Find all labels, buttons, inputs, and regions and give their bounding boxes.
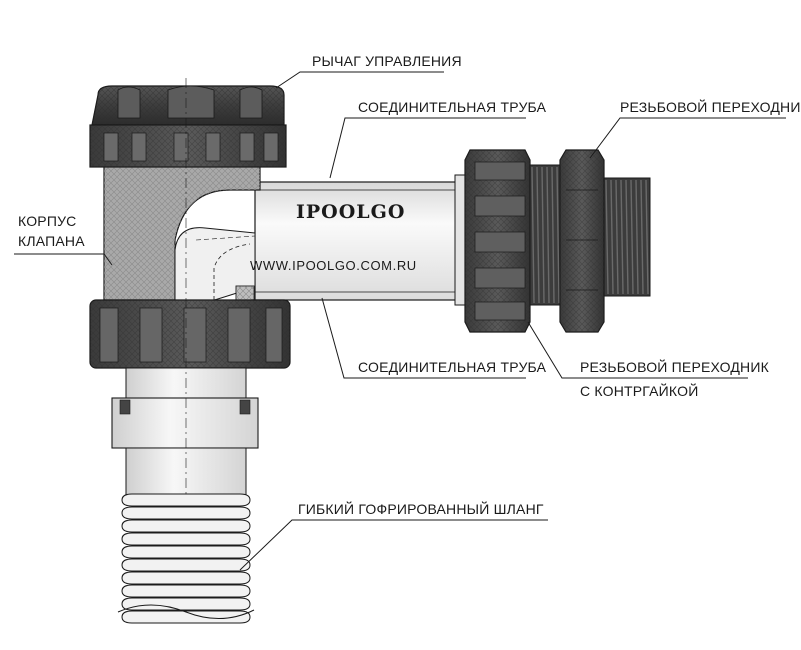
thread-ridge xyxy=(610,179,614,295)
threaded-adapter xyxy=(464,149,651,333)
hose-ring xyxy=(121,571,251,585)
hose-ring xyxy=(121,545,251,559)
thread-ridge xyxy=(541,166,545,304)
label-valve-body-line2: КЛАПАНА xyxy=(18,233,85,249)
thread-ridge xyxy=(546,166,550,304)
valve-bottom-nut xyxy=(89,299,291,369)
label-control-lever: РЫЧАГ УПРАВЛЕНИЯ xyxy=(312,53,462,69)
hose-ring xyxy=(121,532,251,546)
brand-watermark: IPOOLGO xyxy=(296,201,405,223)
hose-ring xyxy=(121,558,251,572)
hose-ring xyxy=(121,597,251,611)
thread-ridge xyxy=(605,179,609,295)
label-connecting-pipe-top: СОЕДИНИТЕЛЬНАЯ ТРУБА xyxy=(358,99,547,115)
horizontal-connecting-pipe xyxy=(254,174,478,306)
thread-ridge xyxy=(536,166,540,304)
thread-ridge xyxy=(551,166,555,304)
thread-ridge xyxy=(635,179,639,295)
hose-ring xyxy=(121,506,251,520)
hose-ring xyxy=(121,519,251,533)
thread-ridge xyxy=(645,179,649,295)
adapter-thread-body xyxy=(529,164,561,306)
website-watermark: WWW.IPOOLGO.COM.RU xyxy=(250,258,417,273)
control-lever-cap xyxy=(89,85,287,168)
adapter-threads xyxy=(529,164,651,306)
label-valve-body-line1: КОРПУС xyxy=(18,213,77,229)
hose-break-line xyxy=(117,604,255,620)
thread-ridge xyxy=(625,179,629,295)
thread-ridge xyxy=(640,179,644,295)
label-threaded-adapter: РЕЗЬБОВОЙ ПЕРЕХОДНИК xyxy=(620,98,801,115)
vertical-downpipe xyxy=(111,78,259,610)
corrugated-hose xyxy=(117,493,255,624)
label-flexible-hose: ГИБКИЙ ГОФРИРОВАННЫЙ ШЛАНГ xyxy=(298,500,544,517)
thread-ridge xyxy=(556,166,560,304)
label-adapter-locknut-line2: С КОНТРГАЙКОЙ xyxy=(580,382,698,399)
hose-ring xyxy=(121,493,251,507)
thread-ridge xyxy=(620,179,624,295)
label-connecting-pipe-bottom: СОЕДИНИТЕЛЬНАЯ ТРУБА xyxy=(358,359,547,375)
thread-ridge xyxy=(630,179,634,295)
hose-ring xyxy=(121,584,251,598)
hose-ring xyxy=(121,610,251,624)
valve-body xyxy=(103,164,261,301)
thread-ridge xyxy=(531,166,535,304)
label-adapter-locknut-line1: РЕЗЬБОВОЙ ПЕРЕХОДНИК xyxy=(580,358,770,375)
leader-lines xyxy=(14,71,786,571)
thread-ridge xyxy=(615,179,619,295)
